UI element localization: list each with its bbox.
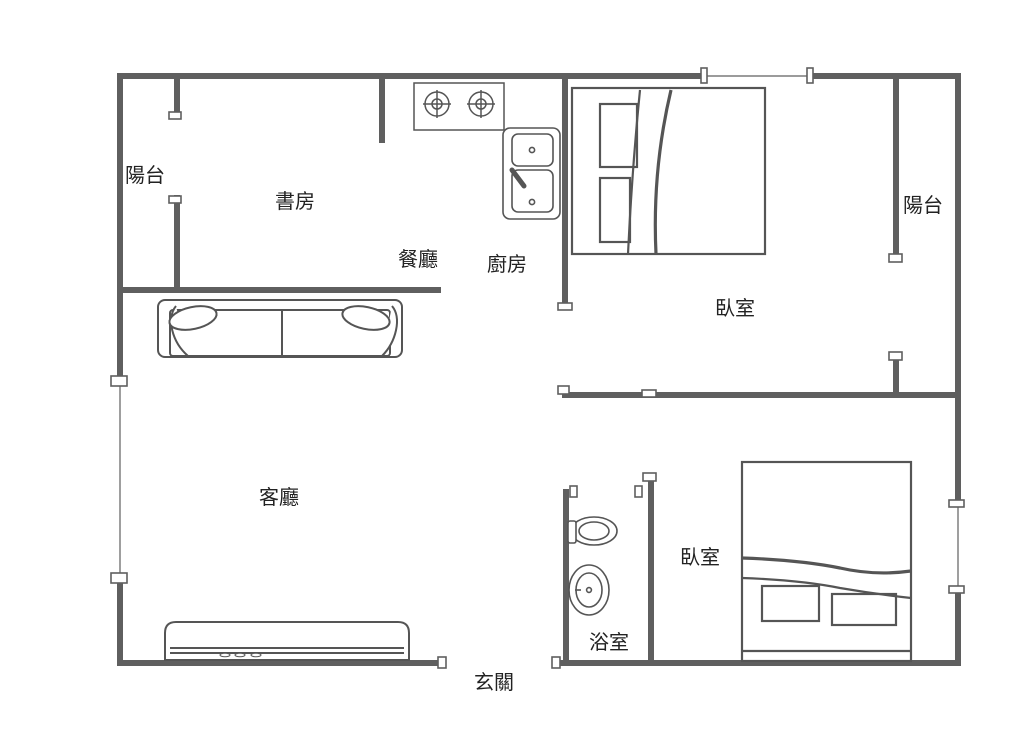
room-label-entrance: 玄關 bbox=[474, 670, 514, 694]
room-label-living: 客廳 bbox=[259, 485, 299, 509]
sofa-icon bbox=[157, 299, 403, 358]
kitchen-sink-icon bbox=[502, 127, 561, 220]
double-bed-icon bbox=[570, 86, 767, 256]
stove-icon bbox=[413, 82, 505, 131]
walls bbox=[117, 73, 961, 666]
room-label-bathroom: 浴室 bbox=[589, 630, 629, 654]
room-label-balcony-right: 陽台 bbox=[903, 193, 943, 217]
tv-cabinet-icon bbox=[164, 621, 410, 661]
room-label-bedroom-top: 臥室 bbox=[715, 296, 755, 320]
room-label-dining: 餐廳 bbox=[398, 247, 438, 271]
room-label-kitchen: 廚房 bbox=[487, 252, 527, 276]
toilet-icon bbox=[567, 516, 618, 546]
double-bed-icon bbox=[740, 460, 913, 663]
wash-basin-icon bbox=[568, 564, 610, 616]
room-label-study: 書房 bbox=[275, 189, 315, 213]
room-label-balcony-left: 陽台 bbox=[125, 163, 165, 187]
room-label-bedroom-bottom: 臥室 bbox=[680, 545, 720, 569]
openings bbox=[110, 67, 965, 669]
